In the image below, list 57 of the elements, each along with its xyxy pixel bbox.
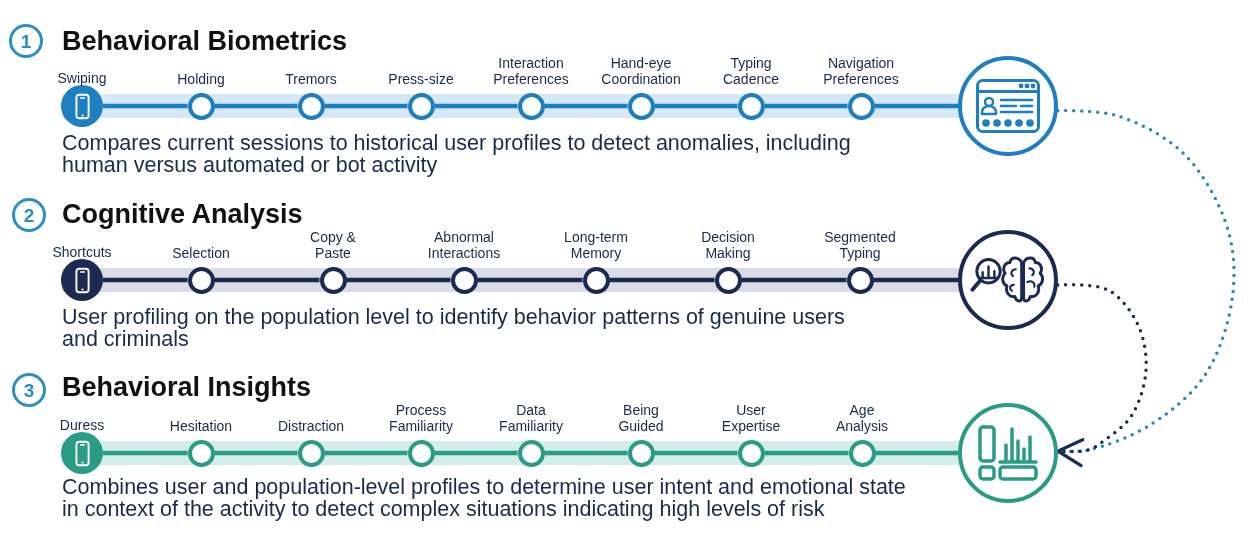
- timeline-line: [214, 450, 298, 456]
- step-number: 2: [12, 198, 46, 232]
- timeline-line: [214, 103, 298, 109]
- description-text: Compares current sessions to historical user profiles to detect anomalies, including human versus automated or bot activity: [62, 132, 852, 176]
- section-title: Behavioral Biometrics: [62, 28, 348, 55]
- stop-label: Process Familiarity: [388, 401, 454, 434]
- description-text: Combines user and population-level profiles to determine user intent and emotional state in context of the activity to detect complex situations indicating high levels of risk: [62, 476, 907, 520]
- stop-label: Age Analysis: [834, 401, 890, 434]
- stop-label: Segmented Typing: [823, 228, 897, 261]
- timeline-line: [434, 450, 518, 456]
- step-number: 1: [9, 24, 43, 58]
- timeline-line: [214, 277, 320, 283]
- stop-label: Decision Making: [700, 228, 756, 261]
- stop-label: Long-term Memory: [563, 228, 629, 261]
- timeline-line: [346, 277, 451, 283]
- timeline-line: [324, 450, 408, 456]
- timeline-line: [544, 450, 628, 456]
- timeline-line: [875, 450, 958, 456]
- stop-label: Distraction: [277, 417, 345, 434]
- stop-label: Duress: [59, 417, 105, 433]
- stop-label: Swiping: [57, 70, 107, 86]
- dotted-arrow: [1056, 108, 1236, 468]
- stop-label: Hand-eye Coordination: [601, 54, 681, 87]
- dotted-arrow: [1056, 282, 1148, 467]
- description-text: User profiling on the population level to identify behavior patterns of genuine users and criminals: [62, 306, 846, 350]
- timeline-line: [544, 103, 628, 109]
- step-number: 3: [12, 373, 46, 407]
- timeline-line: [609, 277, 715, 283]
- timeline-line: [324, 103, 408, 109]
- timeline-line: [874, 103, 958, 109]
- timeline-line: [654, 103, 738, 109]
- stop-label: Shortcuts: [52, 244, 112, 260]
- timeline-line: [741, 277, 847, 283]
- timeline-line: [764, 103, 848, 109]
- stop-label: Being Guided: [617, 401, 665, 434]
- stop-label: Typing Cadence: [721, 54, 780, 87]
- stop-label: Copy & Paste: [309, 228, 357, 261]
- timeline-line: [654, 450, 738, 456]
- stop-label: Holding: [177, 70, 225, 87]
- stop-label: Hesitation: [169, 417, 233, 434]
- stop-label: Selection: [172, 244, 230, 261]
- stop-label: User Expertise: [720, 401, 782, 434]
- timeline-line: [477, 277, 583, 283]
- stop-label: Navigation Preferences: [822, 54, 900, 87]
- timeline-line: [434, 103, 518, 109]
- stop-label: Tremors: [285, 70, 337, 87]
- stop-label: Data Familiarity: [498, 401, 564, 434]
- timeline-line: [103, 450, 188, 456]
- timeline-line: [103, 277, 188, 283]
- stop-label: Interaction Preferences: [492, 54, 570, 87]
- section-title: Cognitive Analysis: [62, 201, 303, 228]
- timeline-line: [103, 103, 188, 109]
- stop-label: Abnormal Interactions: [426, 228, 502, 261]
- section-title: Behavioral Insights: [62, 374, 312, 401]
- stop-label: Press-size: [388, 70, 454, 87]
- timeline-line: [873, 277, 958, 283]
- timeline-line: [764, 450, 849, 456]
